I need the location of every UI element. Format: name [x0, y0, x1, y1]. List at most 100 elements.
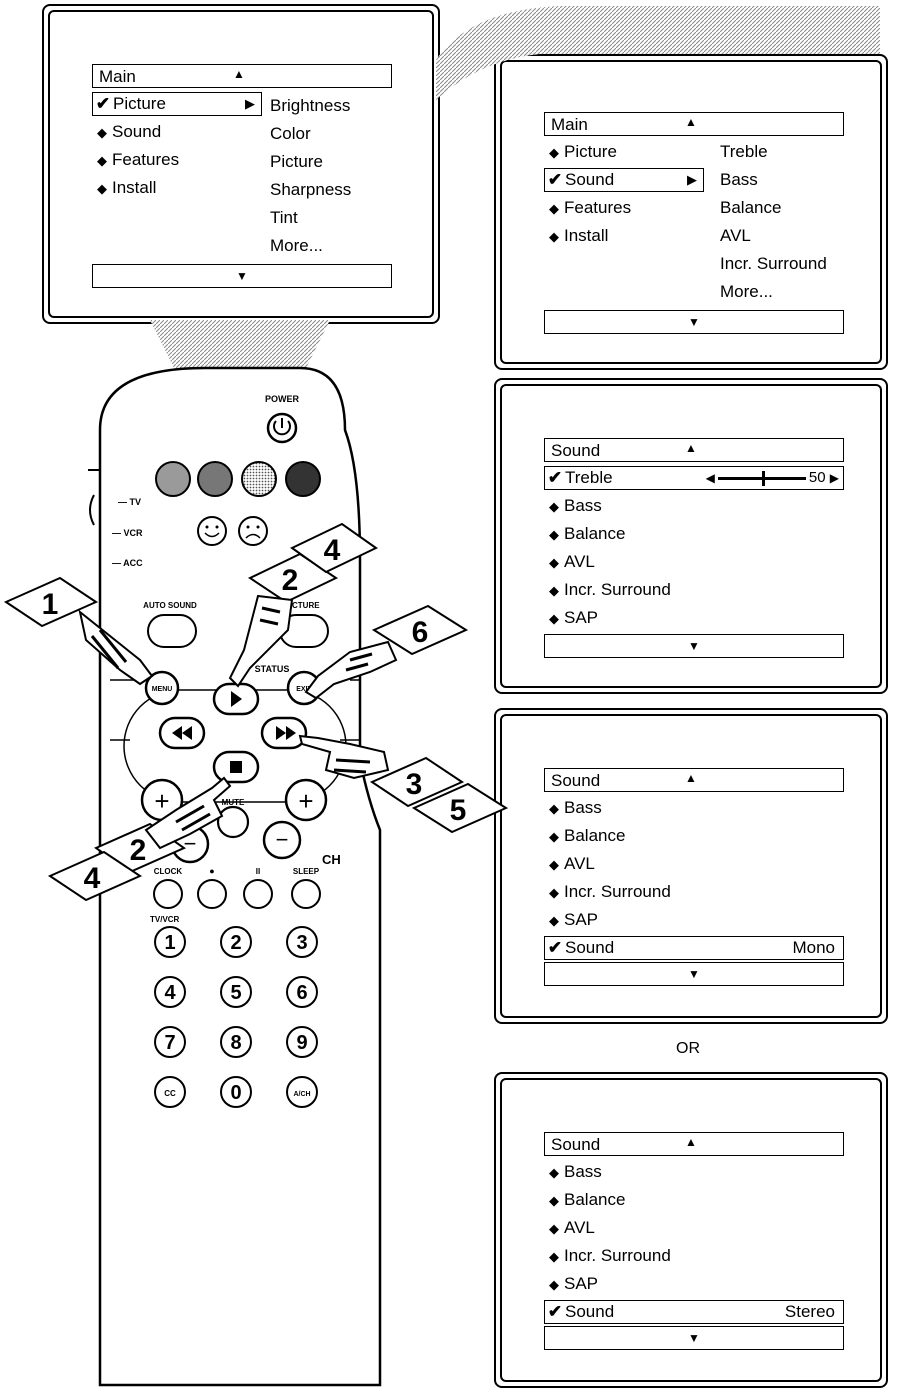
- auto-sound-label: AUTO SOUND: [143, 601, 197, 610]
- record-label: ●: [209, 866, 214, 876]
- auto-picture-button: [280, 615, 328, 647]
- menu-item-sound-stereo-selected[interactable]: ✔Sound Stereo: [544, 1300, 844, 1324]
- diamond-bullet-icon: ◆: [544, 881, 564, 905]
- power-button: [268, 414, 296, 442]
- submenu-item-incr-surround[interactable]: Incr. Surround: [720, 252, 827, 280]
- svg-text:3: 3: [296, 932, 307, 954]
- menu-item-treble-selected[interactable]: ✔Treble ◀50 ▶: [544, 466, 844, 490]
- submenu-item-brightness[interactable]: Brightness: [270, 94, 350, 122]
- menu-item-install[interactable]: ◆Install: [544, 224, 608, 248]
- color-button-4: [286, 462, 320, 496]
- diamond-bullet-icon: ◆: [544, 495, 564, 519]
- digit-5-button: [221, 977, 251, 1007]
- step-2-4-bottom-marker: 2 4: [50, 778, 230, 900]
- tv-screen-sound-stereo: Sound ▲ ◆Bass ◆Balance ◆AVL ◆Incr. Surro…: [494, 1072, 888, 1388]
- scroll-up-icon: ▲: [685, 441, 697, 455]
- menu-item-features[interactable]: ◆Features: [92, 148, 179, 172]
- menu-item-label: Incr. Surround: [564, 580, 671, 599]
- menu-item-balance[interactable]: ◆Balance: [544, 522, 625, 546]
- submenu-item-sharpness[interactable]: Sharpness: [270, 178, 351, 206]
- svg-text:6: 6: [412, 616, 429, 649]
- sound-mode-value: Mono: [792, 937, 835, 958]
- submenu-item-bass[interactable]: Bass: [720, 168, 758, 196]
- slider-right-arrow-icon[interactable]: ▶: [830, 471, 839, 485]
- menu-item-sound-selected[interactable]: ✔Sound ▶: [544, 168, 704, 192]
- menu-item-avl[interactable]: ◆AVL: [544, 852, 595, 876]
- pointing-hand-icon: [306, 642, 396, 698]
- menu-item-install[interactable]: ◆Install: [92, 176, 156, 200]
- submenu-item-color[interactable]: Color: [270, 122, 311, 150]
- svg-text:6: 6: [296, 982, 307, 1004]
- menu-item-avl[interactable]: ◆AVL: [544, 550, 595, 574]
- slider-left-arrow-icon[interactable]: ◀: [706, 471, 715, 485]
- exit-button: [288, 672, 320, 704]
- menu-item-features[interactable]: ◆Features: [544, 196, 631, 220]
- menu-item-sound-mono-selected[interactable]: ✔Sound Mono: [544, 936, 844, 960]
- submenu-item-avl[interactable]: AVL: [720, 224, 751, 252]
- slider-track: [718, 477, 806, 480]
- menu-item-label: SAP: [564, 1274, 598, 1293]
- menu-item-incr-surround[interactable]: ◆Incr. Surround: [544, 1244, 671, 1268]
- menu-item-picture-selected[interactable]: ✔Picture ▶: [92, 92, 262, 116]
- menu-header-title: Sound: [551, 1135, 600, 1155]
- scroll-down-icon: ▼: [93, 269, 391, 283]
- sound-mode-value: Stereo: [785, 1301, 835, 1322]
- svg-text:2: 2: [282, 564, 299, 597]
- menu-item-incr-surround[interactable]: ◆Incr. Surround: [544, 880, 671, 904]
- menu-footer-bar: ▼: [544, 310, 844, 334]
- submenu-item-picture[interactable]: Picture: [270, 150, 323, 178]
- menu-item-incr-surround[interactable]: ◆Incr. Surround: [544, 578, 671, 602]
- acc-source-label: — ACC: [112, 558, 143, 568]
- diamond-bullet-icon: ◆: [92, 177, 112, 201]
- menu-item-label: Treble: [565, 468, 613, 487]
- slider-knob[interactable]: [762, 471, 765, 486]
- scroll-down-icon: ▼: [545, 315, 843, 329]
- menu-item-bass[interactable]: ◆Bass: [544, 796, 602, 820]
- menu-item-label: SAP: [564, 608, 598, 627]
- digit-6-button: [287, 977, 317, 1007]
- menu-item-sap[interactable]: ◆SAP: [544, 606, 598, 630]
- menu-item-sap[interactable]: ◆SAP: [544, 908, 598, 932]
- diamond-bullet-icon: ◆: [544, 607, 564, 631]
- menu-item-avl[interactable]: ◆AVL: [544, 1216, 595, 1240]
- diamond-bullet-icon: ◆: [544, 551, 564, 575]
- menu-item-balance[interactable]: ◆Balance: [544, 1188, 625, 1212]
- tvvcr-label: TV/VCR: [150, 915, 180, 924]
- menu-item-label: Install: [112, 178, 156, 197]
- menu-item-label: Bass: [564, 496, 602, 515]
- remote-body: [100, 368, 380, 1385]
- submenu-item-more[interactable]: More...: [720, 280, 773, 308]
- auto-sound-button: [148, 615, 196, 647]
- step-6-marker: 6: [306, 606, 466, 698]
- menu-item-bass[interactable]: ◆Bass: [544, 494, 602, 518]
- menu-item-bass[interactable]: ◆Bass: [544, 1160, 602, 1184]
- scroll-up-icon: ▲: [685, 115, 697, 129]
- pointing-hand-icon: [146, 778, 230, 848]
- menu-footer-bar: ▼: [92, 264, 392, 288]
- menu-item-label: Picture: [564, 142, 617, 161]
- svg-text:5: 5: [450, 794, 467, 827]
- menu-item-label: Bass: [564, 798, 602, 817]
- fast-forward-button: [262, 718, 306, 748]
- submenu-item-tint[interactable]: Tint: [270, 206, 298, 234]
- menu-footer-bar: ▼: [544, 1326, 844, 1350]
- menu-header-bar: Sound ▲: [544, 438, 844, 462]
- pause-button: [244, 880, 272, 908]
- menu-item-sap[interactable]: ◆SAP: [544, 1272, 598, 1296]
- treble-slider[interactable]: ◀50 ▶: [706, 467, 839, 489]
- diamond-bullet-icon: ◆: [544, 853, 564, 877]
- or-label: OR: [676, 1040, 700, 1058]
- submenu-item-treble[interactable]: Treble: [720, 140, 768, 168]
- submenu-item-more[interactable]: More...: [270, 234, 323, 262]
- menu-item-sound[interactable]: ◆Sound: [92, 120, 161, 144]
- menu-item-picture[interactable]: ◆Picture: [544, 140, 617, 164]
- svg-text:2: 2: [230, 932, 241, 954]
- diamond-bullet-icon: ◆: [544, 909, 564, 933]
- diamond-bullet-icon: ◆: [92, 149, 112, 173]
- diamond-bullet-icon: ◆: [544, 825, 564, 849]
- ach-button: [287, 1077, 317, 1107]
- submenu-item-balance[interactable]: Balance: [720, 196, 781, 224]
- svg-text:4: 4: [164, 982, 176, 1004]
- menu-item-balance[interactable]: ◆Balance: [544, 824, 625, 848]
- svg-text:7: 7: [164, 1032, 175, 1054]
